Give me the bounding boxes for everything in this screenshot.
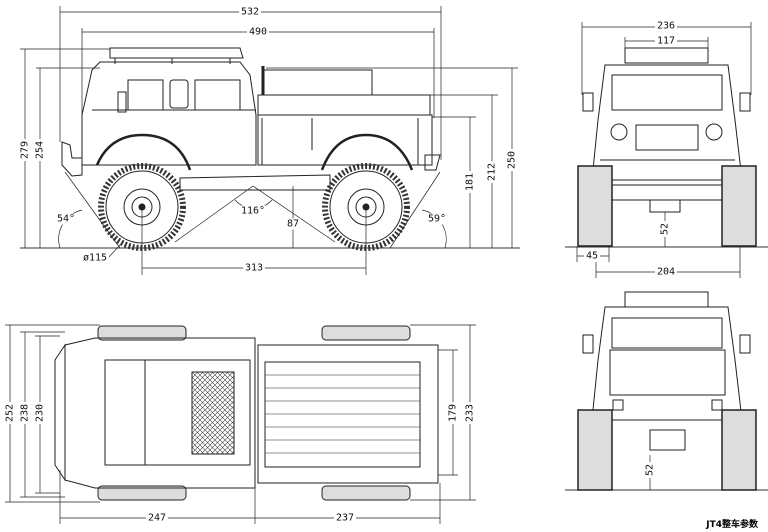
- side-view-dimension-lines: [20, 6, 518, 275]
- front-view-vehicle: [565, 47, 768, 248]
- rear-section-length-label: 237: [333, 512, 357, 524]
- bed-floor-height-label: 181: [464, 170, 476, 194]
- width-inner-label: 230: [34, 401, 46, 425]
- width-mid-label: 238: [19, 401, 31, 425]
- tire-width-label: 45: [583, 250, 601, 262]
- roof-rack-width-label: 117: [654, 35, 678, 47]
- bed-rail-height-label: 212: [486, 160, 498, 184]
- overall-height-label: 279: [19, 138, 31, 162]
- cab-height-label: 254: [34, 138, 46, 162]
- top-view-vehicle: [54, 325, 439, 501]
- bed-outer-width-label: 233: [464, 401, 476, 425]
- approach-angle-label: 54°: [54, 213, 78, 225]
- drawing-title: JT4整车参数: [706, 520, 758, 530]
- width-outer-label: 252: [4, 401, 16, 425]
- overall-width-label: 236: [654, 20, 678, 32]
- overall-length-label: 532: [238, 6, 262, 18]
- rear-axle-clearance-label: 52: [644, 461, 656, 479]
- bed-inner-width-label: 179: [447, 401, 459, 425]
- front-section-length-label: 247: [145, 512, 169, 524]
- breakover-angle-label: 116°: [238, 205, 268, 217]
- ground-clearance-label: 87: [284, 218, 302, 230]
- wheelbase-label: 313: [242, 262, 266, 274]
- bed-top-height-label: 250: [506, 148, 518, 172]
- rear-view-vehicle: [565, 291, 768, 491]
- track-width-label: 204: [654, 266, 678, 278]
- departure-angle-label: 59°: [425, 213, 449, 225]
- tire-diameter-label: ø115: [80, 252, 110, 264]
- body-length-label: 490: [246, 26, 270, 38]
- front-axle-clearance-label: 52: [659, 220, 671, 238]
